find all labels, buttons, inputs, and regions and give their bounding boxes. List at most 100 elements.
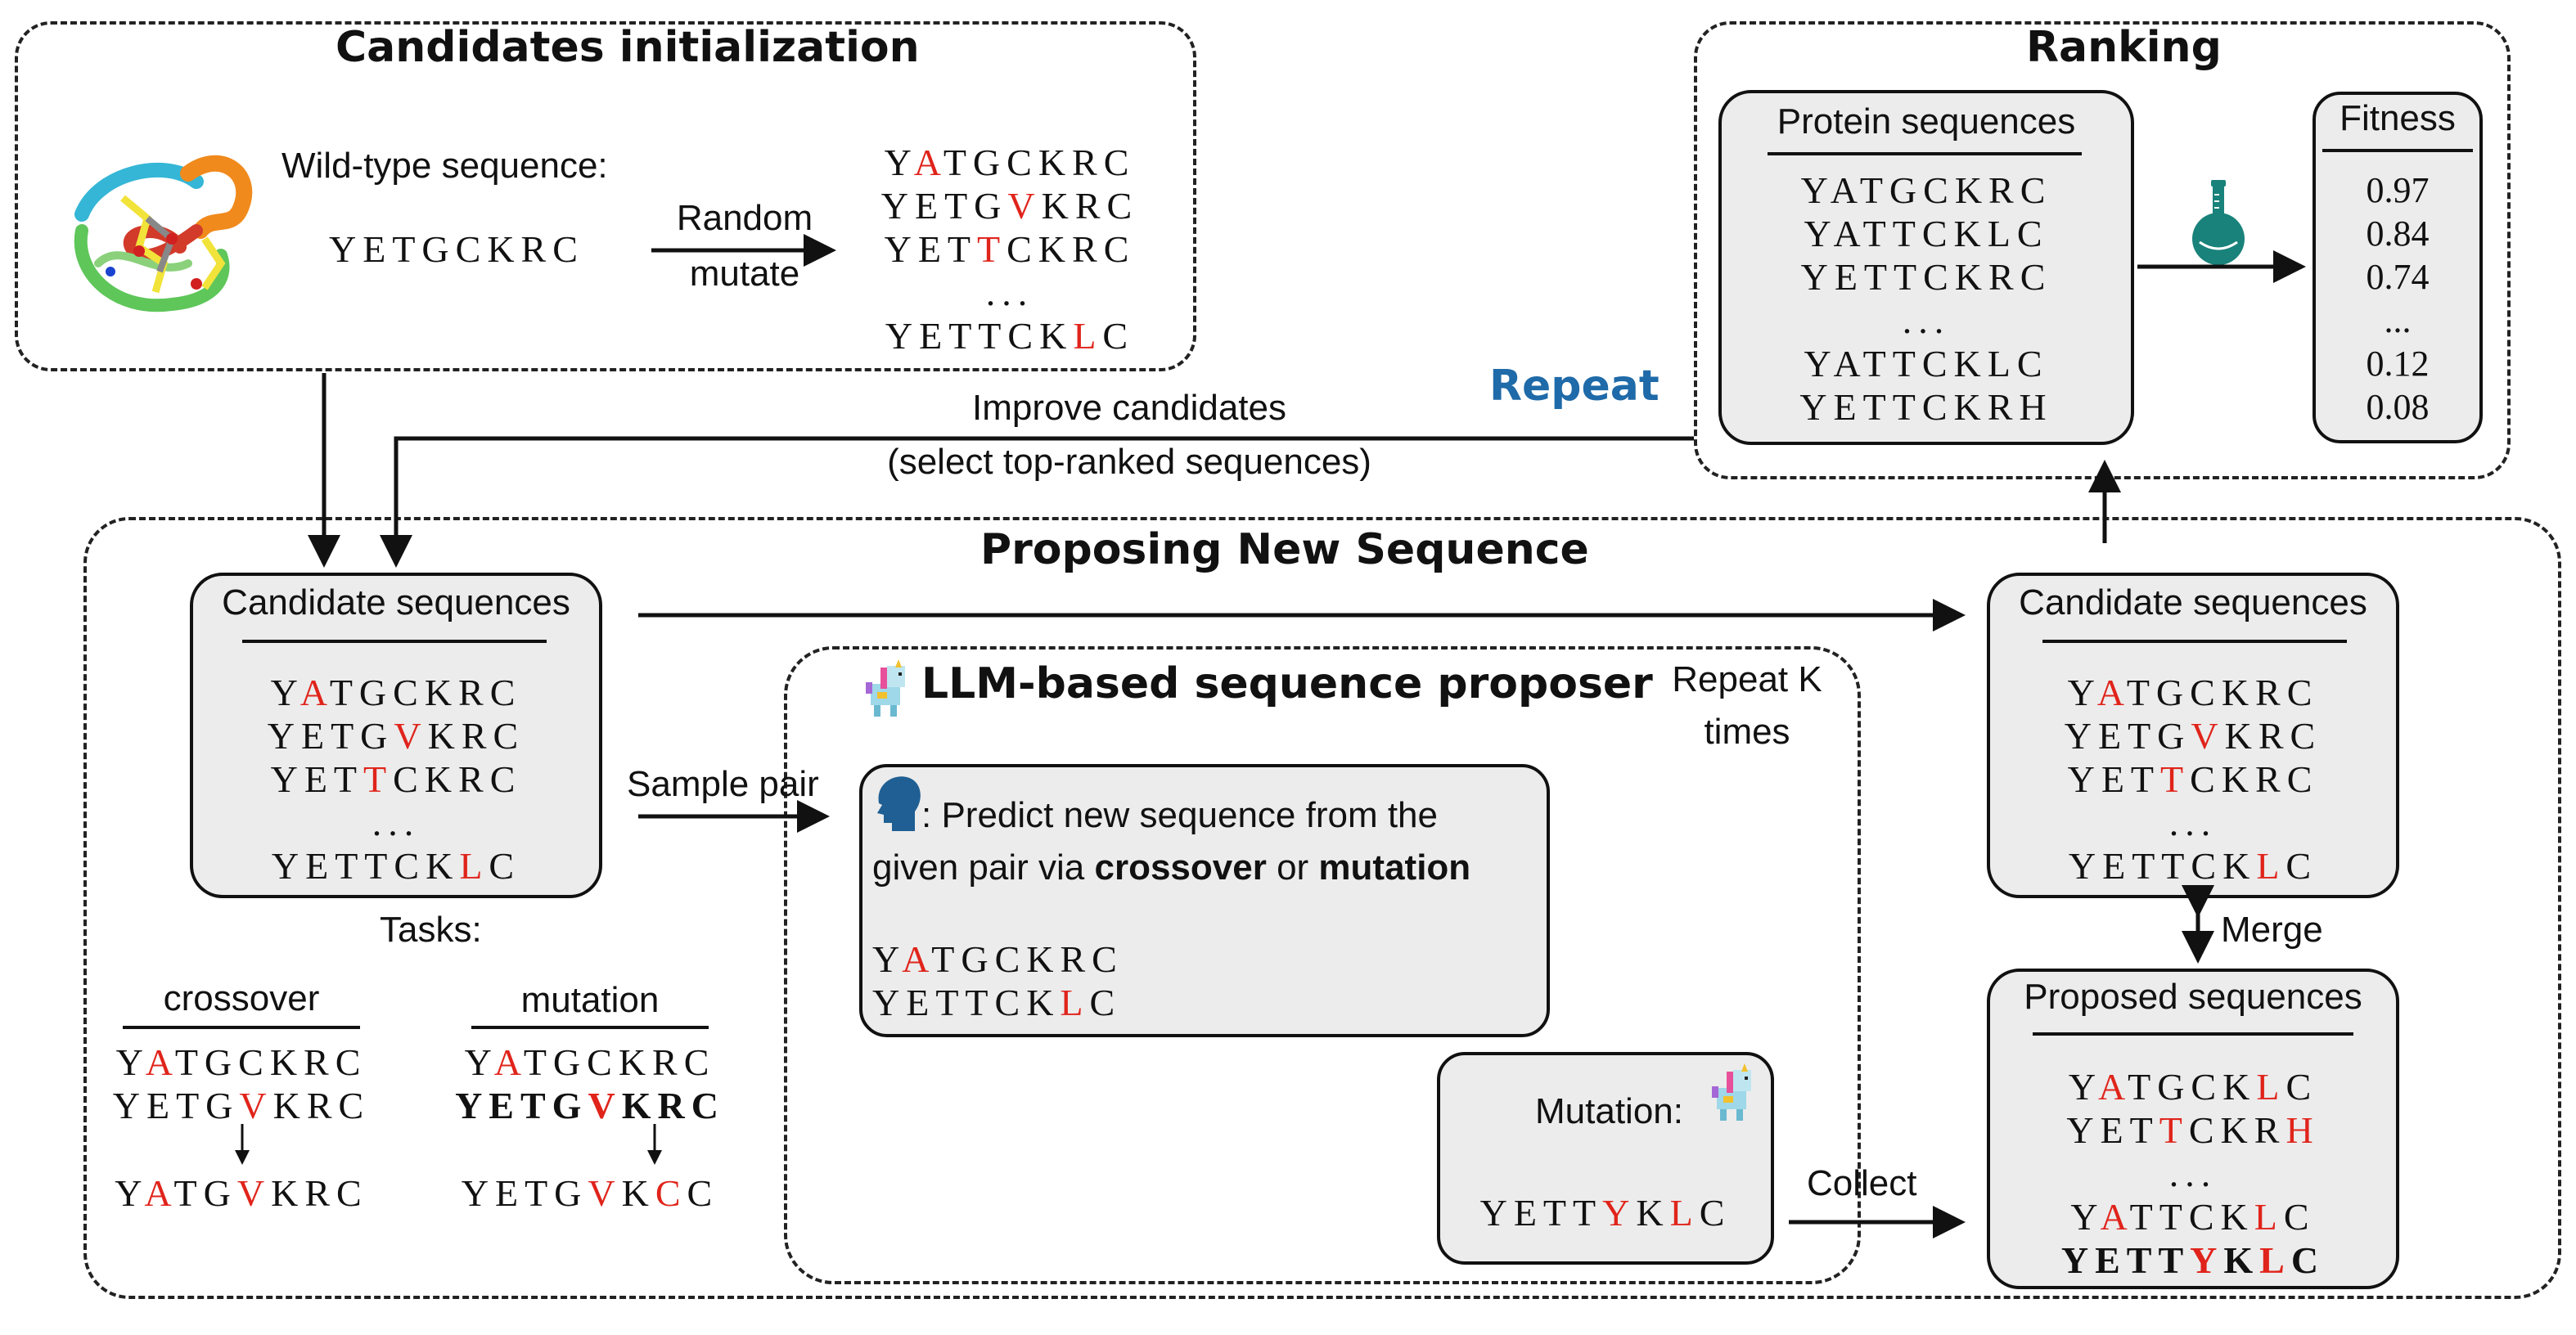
- sequence-row: YETGVKRC: [267, 715, 525, 757]
- wild-type-label: Wild-type sequence:: [281, 146, 608, 186]
- fitness-value: 0.08: [2366, 387, 2430, 427]
- init-title: Candidates initialization: [336, 23, 920, 72]
- improve-candidates-arrow: [380, 436, 1694, 568]
- sequence-row: YETTCKLC: [271, 845, 521, 887]
- prompt-text-or: or: [1266, 847, 1319, 888]
- crossover-result: YATGVKRC: [115, 1172, 368, 1214]
- fitness-header: Fitness: [2340, 98, 2456, 138]
- sequence-row: YETTCKLC: [885, 315, 1135, 357]
- sequence-row: ...: [985, 272, 1034, 313]
- sequence-row: YATTCKLC: [1804, 213, 2049, 254]
- sequence-row: YETGVKRC: [880, 185, 1139, 227]
- random-label: Random: [676, 198, 813, 238]
- sequence-row: YETGVKRC: [455, 1085, 725, 1126]
- proposing-title: Proposing New Sequence: [980, 525, 1589, 574]
- prompt-mutation: mutation: [1318, 847, 1471, 888]
- fitness-value: ...: [2384, 300, 2412, 340]
- mutation-result: YETGVKCC: [461, 1172, 719, 1214]
- sequence-row: YETTCKLC: [2068, 845, 2318, 887]
- candidate-sequences-box-right: [1987, 573, 2399, 898]
- proposed-sequences-header: Proposed sequences: [2024, 977, 2362, 1017]
- sequence-row: ...: [1902, 299, 1951, 341]
- mutation-label: mutation: [520, 980, 660, 1020]
- select-top-ranked-label: (select top-ranked sequences): [887, 442, 1371, 482]
- sequence-row: YETTCKRC: [2067, 758, 2319, 800]
- candidate-sequences-header-left: Candidate sequences: [222, 582, 570, 623]
- prompt-line-2: given pair via crossover or mutation: [872, 847, 1470, 888]
- protein-header-rule: [1768, 152, 2082, 155]
- mutation-box-label: Mutation:: [1535, 1091, 1683, 1131]
- proposing-panel: [83, 517, 2561, 1299]
- repeat-label: Repeat: [1489, 362, 1660, 411]
- sequence-row: YATGCKRC: [464, 1041, 716, 1083]
- sequence-row: YATGCKRC: [872, 938, 1124, 980]
- mutated-sequence: YETTYKLC: [1479, 1192, 1732, 1234]
- sequence-row: YETTCKRC: [1800, 256, 2052, 298]
- merge-label: Merge: [2221, 910, 2323, 950]
- proposed-sequences-box: [1987, 969, 2399, 1289]
- sequence-row: YETTCKRH: [1799, 386, 2053, 428]
- person-head-icon: [877, 776, 921, 831]
- sequence-row: YETTCKLC: [872, 982, 1122, 1023]
- times-label: times: [1704, 712, 1790, 752]
- sequence-row: ...: [2168, 802, 2218, 843]
- collect-label: Collect: [1807, 1163, 1917, 1203]
- candidates-initialization-panel: [15, 21, 1196, 371]
- prompt-crossover: crossover: [1094, 847, 1267, 888]
- mutation-box-sequence: YETTYKLC: [1437, 1191, 1774, 1234]
- candidate-sequences-header-right: Candidate sequences: [2019, 582, 2367, 623]
- sequence-row: YETTCKRH: [2066, 1109, 2320, 1151]
- sequence-row: ...: [372, 802, 421, 843]
- mutation-rule: [471, 1026, 709, 1029]
- repeat-k-label: Repeat K: [1672, 659, 1822, 699]
- fitness-value: 0.97: [2366, 170, 2430, 210]
- protein-sequences-box: [1718, 90, 2134, 445]
- flask-icon: [2192, 180, 2245, 265]
- prompt-text-given: given pair via: [872, 847, 1095, 888]
- llm-proposer-title: LLM-based sequence proposer: [921, 659, 1653, 708]
- sequence-row: YETTCKRC: [884, 228, 1136, 270]
- candidate-sequences-box-left: [190, 573, 602, 898]
- sequence-row: YATGCKRC: [270, 672, 522, 713]
- sequence-row: YATGCKRC: [884, 142, 1136, 183]
- sequence-row: ...: [2168, 1153, 2218, 1194]
- protein-structure-icon: [74, 155, 253, 312]
- tasks-label: Tasks:: [380, 910, 482, 950]
- wild-type-sequence: YETGCKRC: [329, 228, 584, 270]
- sequence-row: YATGCKRC: [115, 1041, 367, 1083]
- sequence-row: YATTCKLC: [1804, 343, 2049, 384]
- fitness-value: 0.84: [2366, 214, 2430, 254]
- protein-sequences-header: Protein sequences: [1777, 101, 2076, 142]
- new-proposed-sequence: YETTYKLC: [2060, 1239, 2326, 1281]
- sequence-row: YETGVKRC: [112, 1085, 371, 1126]
- llm-proposer-panel: [784, 646, 1861, 1284]
- proposed-header-rule: [2033, 1032, 2353, 1036]
- prompt-line-1: : Predict new sequence from the: [921, 795, 1438, 835]
- mutate-label: mutate: [689, 254, 800, 294]
- unicorn-icon: [866, 659, 905, 717]
- sequence-row: YATGCKLC: [2068, 1066, 2318, 1108]
- ranking-title: Ranking: [2026, 23, 2222, 72]
- fitness-value: 0.12: [2366, 344, 2430, 384]
- candidate-header-rule-right: [2042, 640, 2347, 643]
- sequence-row: YETGVKRC: [2064, 715, 2322, 757]
- prompt-box: [859, 764, 1550, 1037]
- sequence-row: YATTCKLC: [2070, 1196, 2316, 1238]
- fitness-value: 0.74: [2366, 257, 2430, 297]
- unicorn-icon: [1712, 1063, 1751, 1121]
- crossover-label: crossover: [163, 978, 320, 1018]
- sample-pair-label: Sample pair: [627, 764, 819, 804]
- sequence-row: YATGCKRC: [1800, 169, 2052, 211]
- crossover-rule: [123, 1026, 360, 1029]
- sequence-row: YETTCKRC: [270, 758, 522, 800]
- improve-candidates-label: Improve candidates: [972, 388, 1286, 428]
